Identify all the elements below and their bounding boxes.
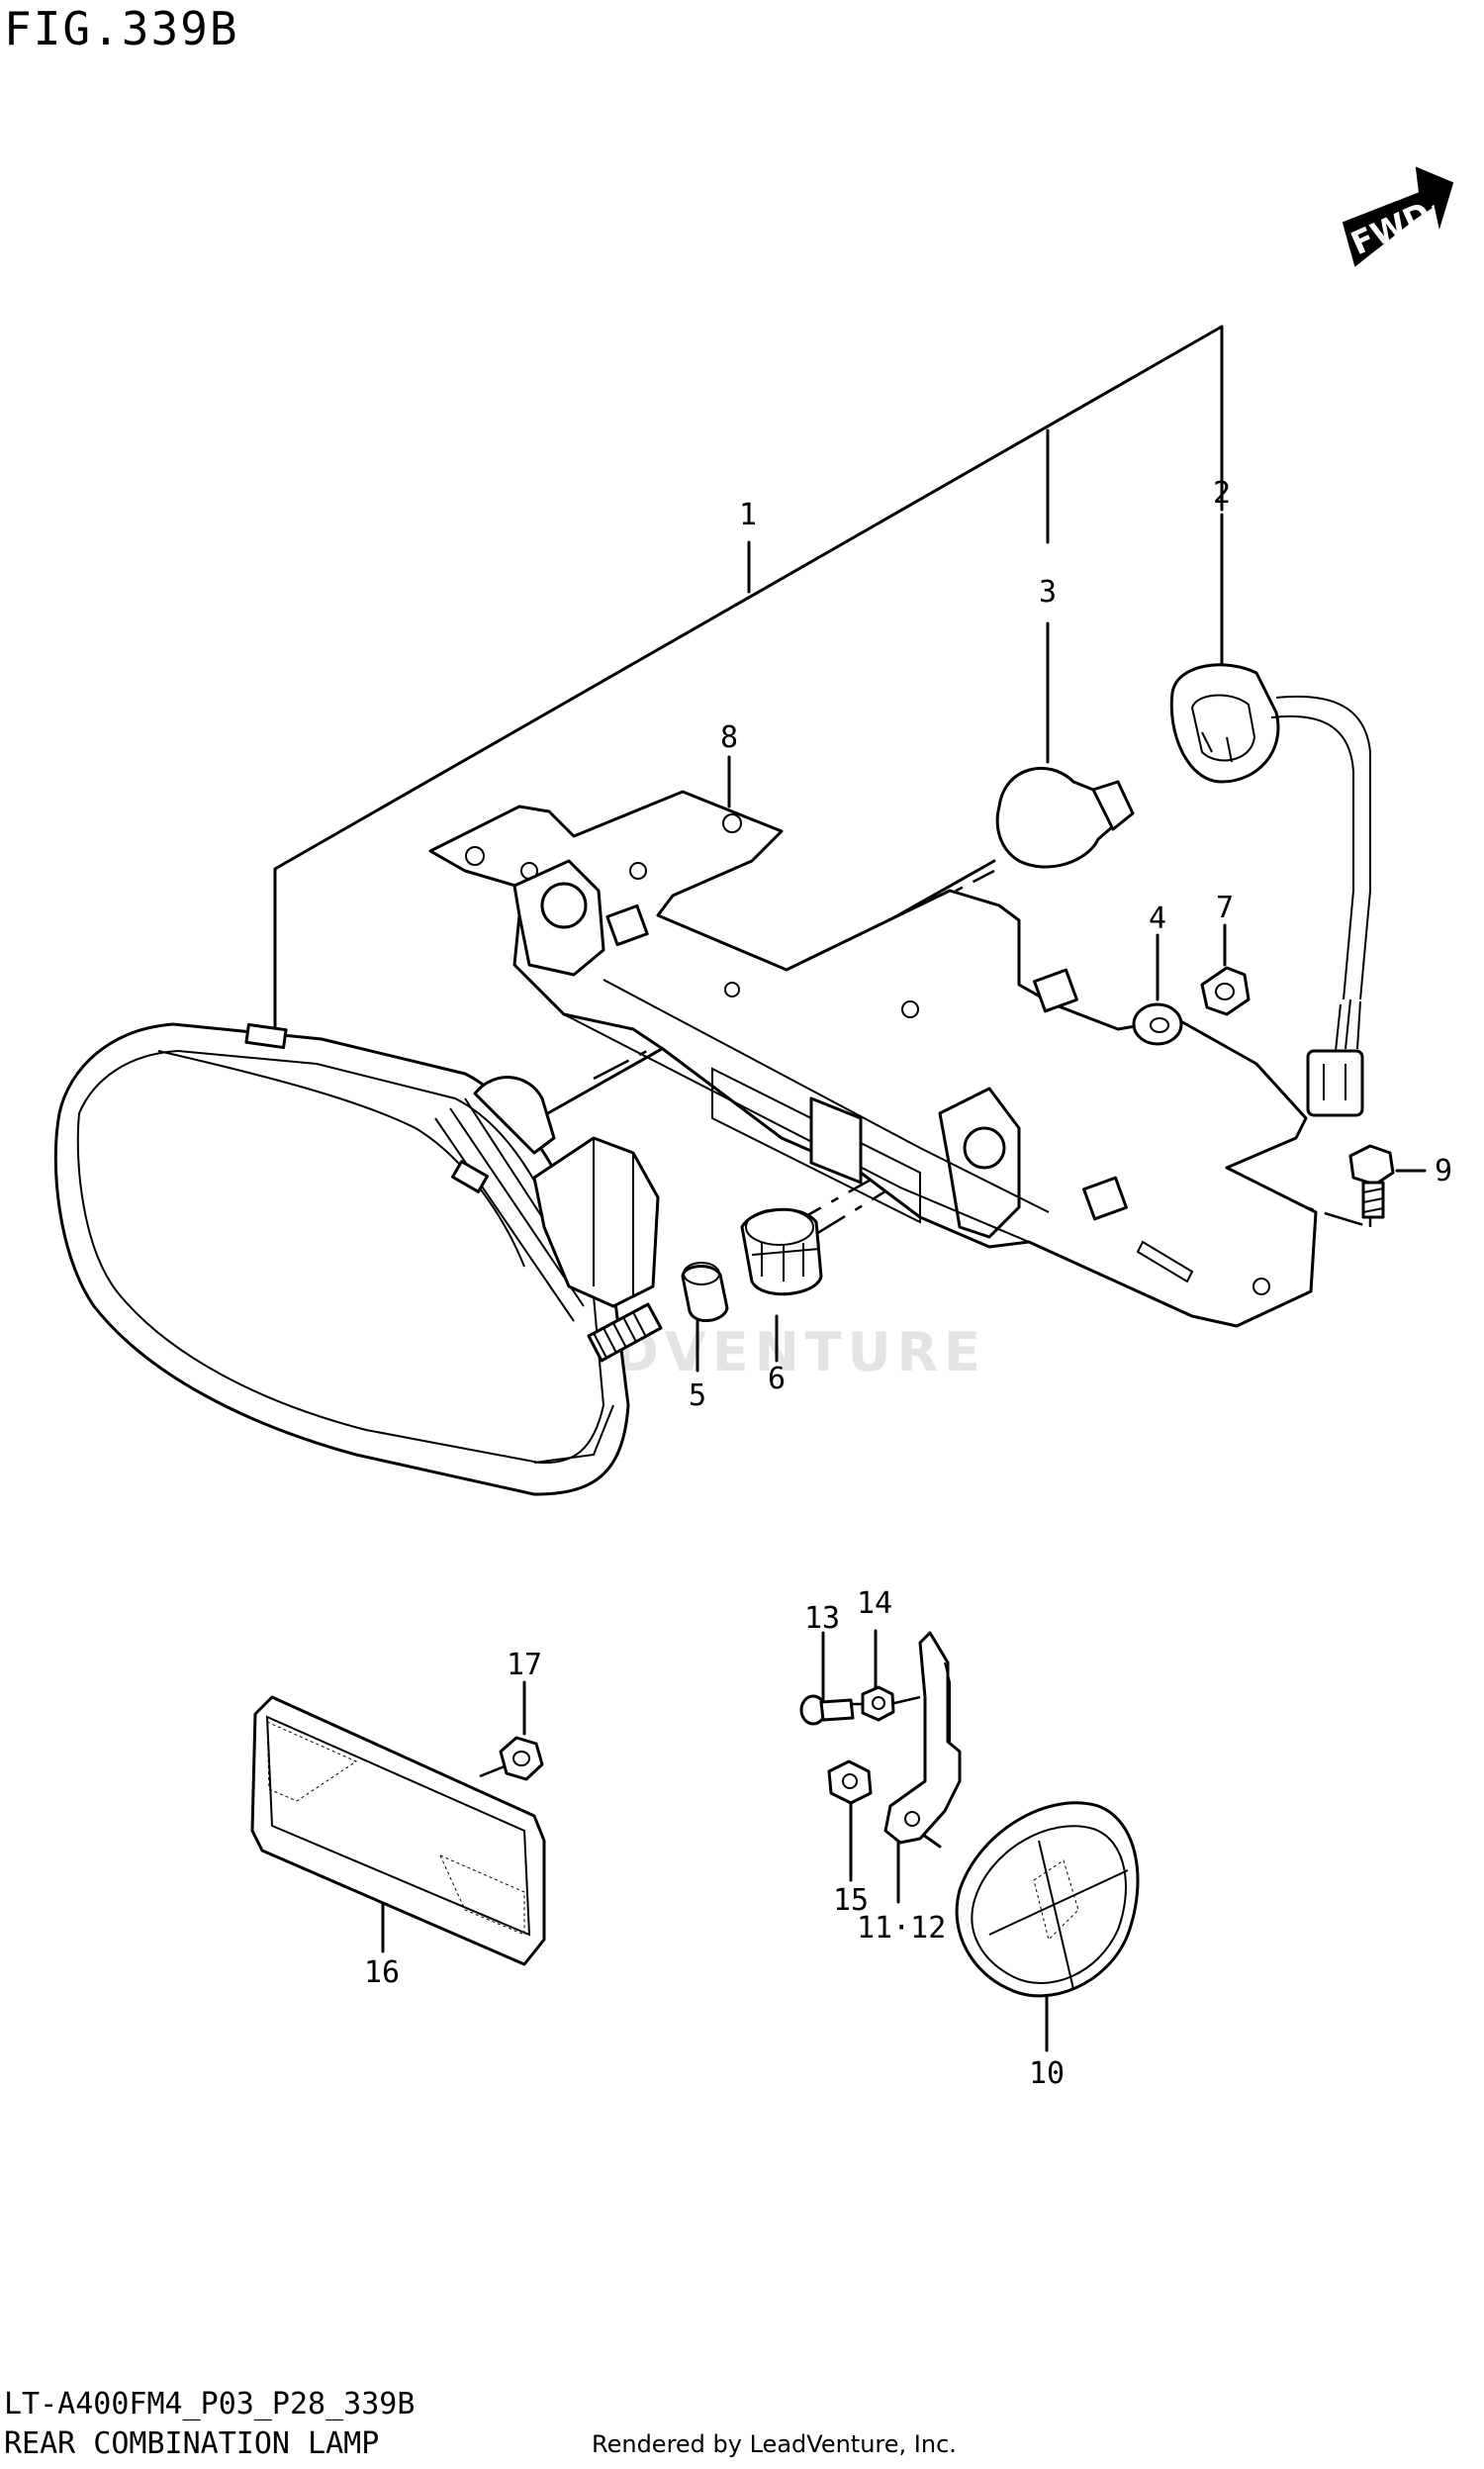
callout-8: 8	[720, 720, 738, 755]
model-code: LT-A400FM4_P03_P28_339B	[4, 2387, 416, 2422]
callout-16: 16	[364, 1955, 400, 1990]
washer	[1132, 1002, 1183, 1046]
callout-15: 15	[833, 1883, 869, 1918]
callout-11-12: 11·12	[857, 1911, 946, 1946]
bulb	[995, 766, 1135, 869]
callout-10: 10	[1029, 2056, 1065, 2091]
callout-1: 1	[739, 498, 757, 532]
threaded-stud	[587, 1302, 663, 1363]
callout-3: 3	[1039, 575, 1057, 610]
socket-harness	[1169, 663, 1371, 1117]
callout-7: 7	[1216, 891, 1234, 925]
mounting-bracket	[428, 790, 1318, 1328]
callout-17: 17	[507, 1648, 542, 1682]
tail-lamp-housing	[53, 1022, 663, 1496]
grommet-nut	[740, 1207, 823, 1296]
collar	[681, 1262, 729, 1322]
screw	[799, 1694, 855, 1726]
bolt	[1348, 1144, 1395, 1219]
callout-13: 13	[804, 1601, 840, 1636]
nut	[1200, 966, 1251, 1016]
figure-title: FIG.339B	[4, 2, 239, 55]
rendered-by-credit: Rendered by LeadVenture, Inc.	[592, 2430, 957, 2458]
callout-5: 5	[689, 1378, 706, 1413]
callout-6: 6	[768, 1362, 786, 1396]
fwd-arrow-badge: FWD	[1342, 166, 1454, 267]
part-title: REAR COMBINATION LAMP	[4, 2426, 380, 2461]
callout-labels: 1 2 3 4 5 6 7 8 9 10 11·12 13 14 15 16 1…	[364, 476, 1452, 2091]
callout-4: 4	[1149, 902, 1166, 936]
nut-small	[861, 1685, 895, 1722]
side-reflector	[250, 1695, 546, 1966]
reflector-bracket	[883, 1631, 962, 1845]
flange-nut	[827, 1759, 873, 1805]
callout-9: 9	[1435, 1154, 1452, 1188]
callout-2: 2	[1213, 476, 1231, 511]
clip-nut	[499, 1736, 544, 1781]
round-reflector	[955, 1801, 1140, 1998]
callout-14: 14	[857, 1586, 892, 1621]
